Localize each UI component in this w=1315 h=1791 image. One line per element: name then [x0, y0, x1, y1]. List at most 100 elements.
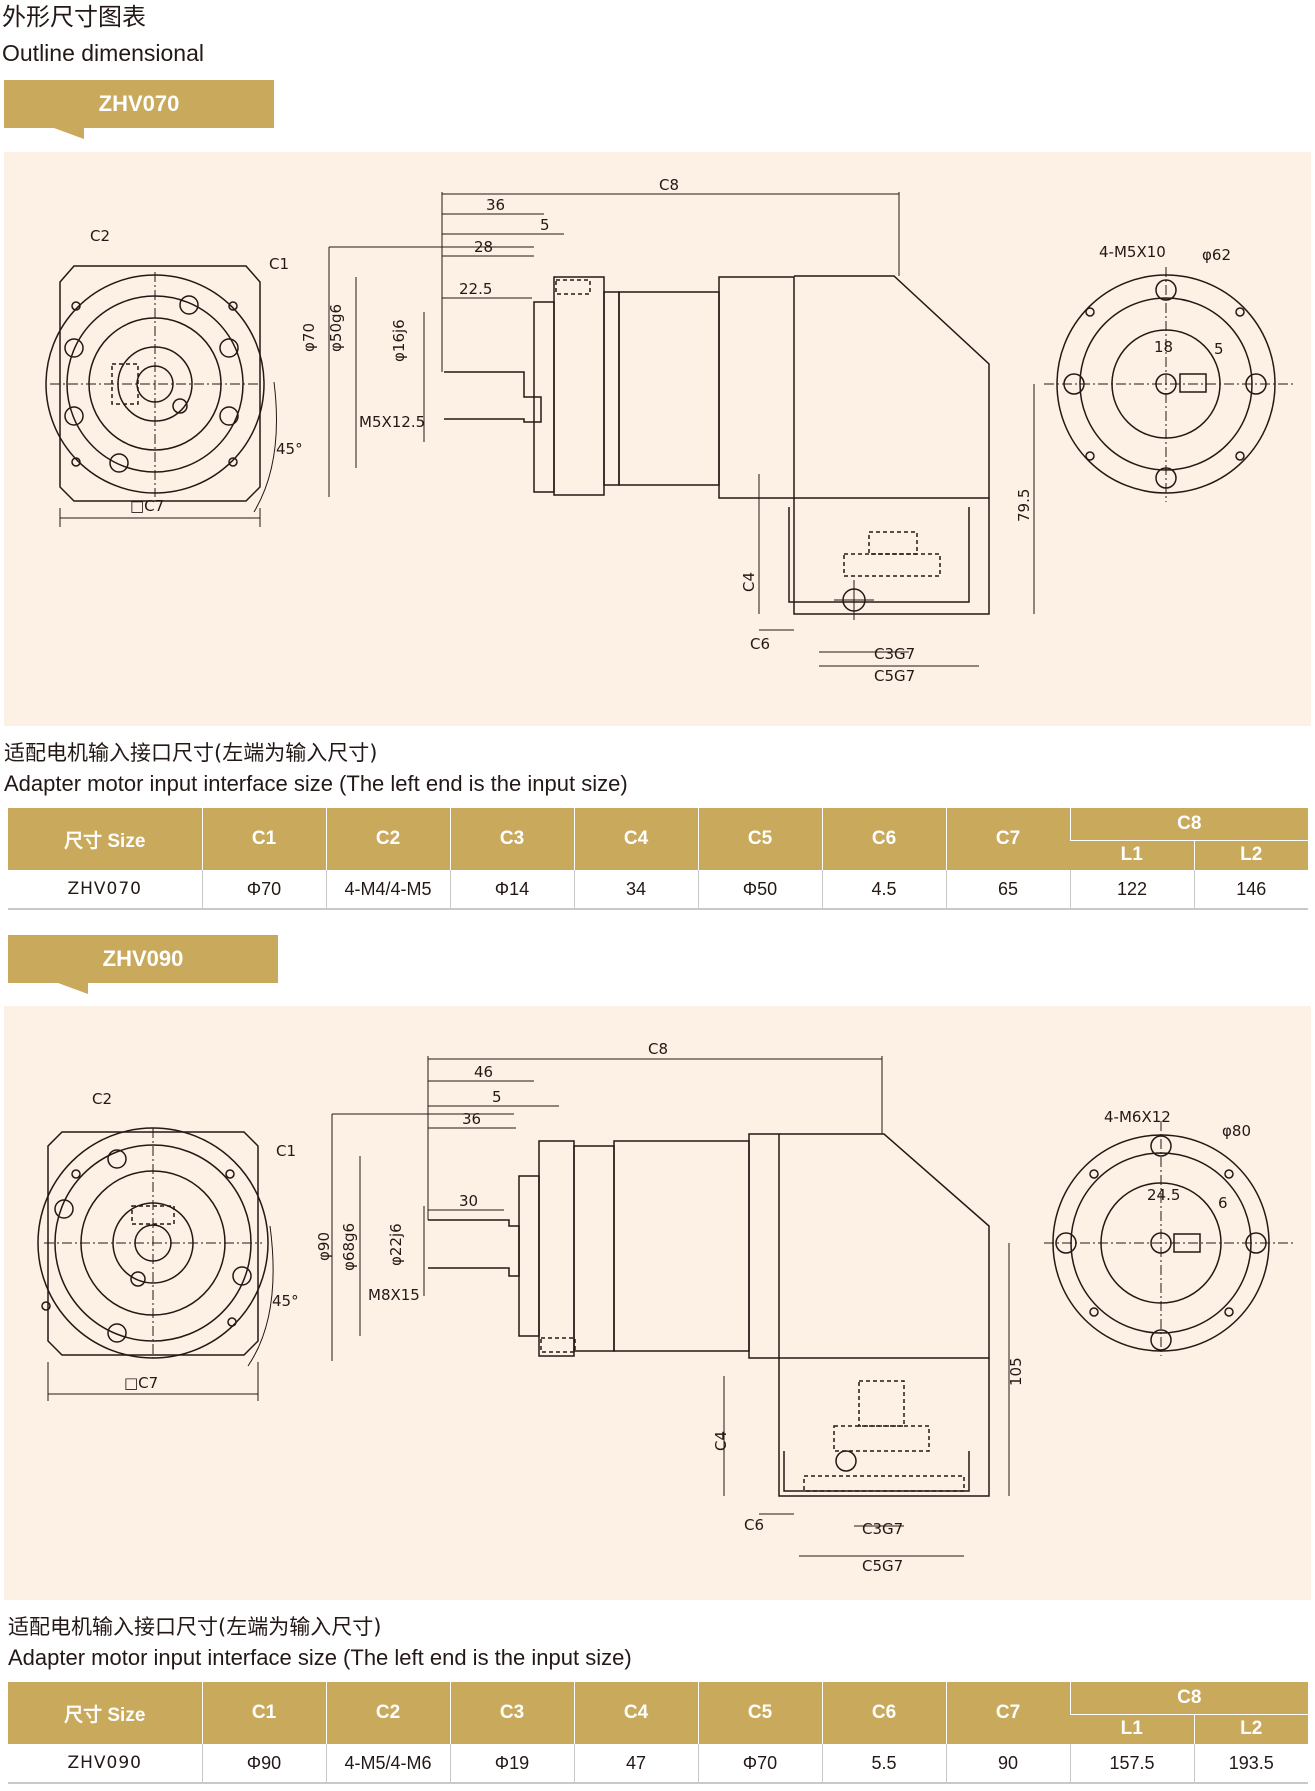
cell-model: ZHV070	[8, 870, 202, 910]
table-row: ZHV090 Φ90 4-M5/4-M6 Φ19 47 Φ70 5.5 90 1…	[8, 1744, 1309, 1784]
dim-step: 5	[492, 1088, 502, 1106]
dim-key-length: 22.5	[459, 280, 492, 298]
dim-c6: C6	[744, 1516, 764, 1534]
dim-c2: C2	[90, 227, 110, 245]
table-row: ZHV070 Φ70 4-M4/4-M5 Φ14 34 Φ50 4.5 65 1…	[8, 870, 1309, 910]
dim-phi-outer: φ70	[300, 323, 318, 352]
dim-angle: 45°	[272, 1292, 299, 1310]
caption-cn: 适配电机输入接口尺寸(左端为输入尺寸)	[8, 1615, 382, 1639]
dim-shaft-length: 36	[462, 1110, 481, 1128]
dim-key: 5	[1214, 340, 1224, 358]
cell-l2: 193.5	[1193, 1744, 1309, 1784]
header-c4: C4	[573, 1682, 698, 1744]
dim-phi-shaft: φ16j6	[390, 319, 408, 362]
dim-flange-length: 36	[486, 196, 505, 214]
dim-c4: C4	[712, 1431, 730, 1451]
dim-bolt: 4-M5X10	[1099, 243, 1166, 261]
dim-c1: C1	[276, 1142, 296, 1160]
dim-c8: C8	[659, 176, 679, 194]
dim-thread: M5X12.5	[359, 413, 425, 431]
model-banner: ZHV070	[4, 80, 274, 139]
dim-c4: C4	[740, 572, 758, 592]
dim-c7: □C7	[124, 1374, 158, 1392]
dim-bolt: 4-M6X12	[1104, 1108, 1171, 1126]
dim-c1: C1	[269, 255, 289, 273]
cell-c6: 5.5	[821, 1744, 946, 1784]
outline-drawing: C2 C1 □C7 45° C8 36 5 28 22.5 φ70 φ50g6 …	[45, 176, 1294, 685]
dim-phi-pilot: φ50g6	[327, 304, 345, 352]
cell-model: ZHV090	[8, 1744, 202, 1784]
spec-table: 尺寸 Size C1 C2 C3 C4 C5 C6 C7 C8 L1 L2 ZH…	[8, 1682, 1309, 1784]
dim-phi-pcd: φ80	[1222, 1122, 1251, 1140]
dim-phi-pilot: φ68g6	[340, 1223, 358, 1271]
outline-drawing: C2 C1 □C7 45° C8 46 5 36 30 φ90 φ68g6 φ2…	[37, 1040, 1294, 1575]
dim-height: 79.5	[1015, 489, 1033, 522]
drawing-panel: C2 C1 □C7 45° C8 36 5 28 22.5 φ70 φ50g6 …	[4, 152, 1311, 726]
header-l2: L2	[1193, 839, 1309, 870]
header-c3: C3	[449, 808, 574, 870]
cell-c7: 65	[945, 870, 1070, 910]
header-c6: C6	[821, 808, 946, 870]
header-c8: C8	[1069, 1682, 1309, 1714]
dim-c5: C5G7	[874, 667, 915, 685]
header-c2: C2	[325, 1682, 450, 1744]
page-title-en: Outline dimensional	[2, 40, 205, 66]
header-l1: L1	[1070, 1713, 1194, 1744]
header-l2: L2	[1193, 1713, 1309, 1744]
cell-c5: Φ50	[697, 870, 822, 910]
cell-c5: Φ70	[697, 1744, 822, 1784]
cell-c2: 4-M5/4-M6	[325, 1744, 450, 1784]
dim-height: 105	[1007, 1357, 1025, 1386]
model-banner: ZHV090	[8, 935, 278, 994]
dim-center: 18	[1154, 338, 1173, 356]
caption-en: Adapter motor input interface size (The …	[4, 771, 628, 796]
header-c5: C5	[697, 1682, 822, 1744]
dim-c5: C5G7	[862, 1557, 903, 1575]
dim-flange-length: 46	[474, 1063, 493, 1081]
page-title-cn: 外形尺寸图表	[2, 3, 146, 31]
header-size: 尺寸 Size	[8, 808, 202, 870]
dim-c3: C3G7	[862, 1520, 903, 1538]
header-c1: C1	[201, 1682, 326, 1744]
cell-l1: 157.5	[1069, 1744, 1194, 1784]
cell-l2: 146	[1193, 870, 1309, 910]
dim-angle: 45°	[276, 440, 303, 458]
cell-c1: Φ70	[201, 870, 326, 910]
header-l1: L1	[1070, 839, 1194, 870]
cell-c2: 4-M4/4-M5	[325, 870, 450, 910]
cell-c3: Φ14	[449, 870, 574, 910]
caption-en: Adapter motor input interface size (The …	[8, 1645, 632, 1670]
header-c6: C6	[821, 1682, 946, 1744]
dim-c8: C8	[648, 1040, 668, 1058]
dim-thread: M8X15	[368, 1286, 420, 1304]
header-c5: C5	[697, 808, 822, 870]
dim-phi-outer: φ90	[315, 1232, 333, 1261]
dim-c7: □C7	[130, 497, 164, 515]
dim-key: 6	[1218, 1194, 1228, 1212]
header-c3: C3	[449, 1682, 574, 1744]
drawing-panel: C2 C1 □C7 45° C8 46 5 36 30 φ90 φ68g6 φ2…	[4, 1006, 1311, 1600]
header-c1: C1	[201, 808, 326, 870]
dim-center: 24.5	[1147, 1186, 1180, 1204]
cell-l1: 122	[1069, 870, 1194, 910]
dim-c3: C3G7	[874, 645, 915, 663]
dim-phi-shaft: φ22j6	[387, 1223, 405, 1266]
dim-phi-pcd: φ62	[1202, 246, 1231, 264]
cell-c4: 34	[573, 870, 698, 910]
dim-c6: C6	[750, 635, 770, 653]
spec-table: 尺寸 Size C1 C2 C3 C4 C5 C6 C7 C8 L1 L2 ZH…	[8, 808, 1309, 910]
cell-c1: Φ90	[201, 1744, 326, 1784]
dim-shaft-length: 28	[474, 238, 493, 256]
header-c7: C7	[945, 808, 1070, 870]
cell-c7: 90	[945, 1744, 1070, 1784]
cell-c6: 4.5	[821, 870, 946, 910]
header-c7: C7	[945, 1682, 1070, 1744]
dim-step: 5	[540, 216, 550, 234]
header-c8: C8	[1069, 808, 1309, 840]
cell-c4: 47	[573, 1744, 698, 1784]
dim-key-length: 30	[459, 1192, 478, 1210]
cell-c3: Φ19	[449, 1744, 574, 1784]
header-c4: C4	[573, 808, 698, 870]
dim-c2: C2	[92, 1090, 112, 1108]
header-c2: C2	[325, 808, 450, 870]
